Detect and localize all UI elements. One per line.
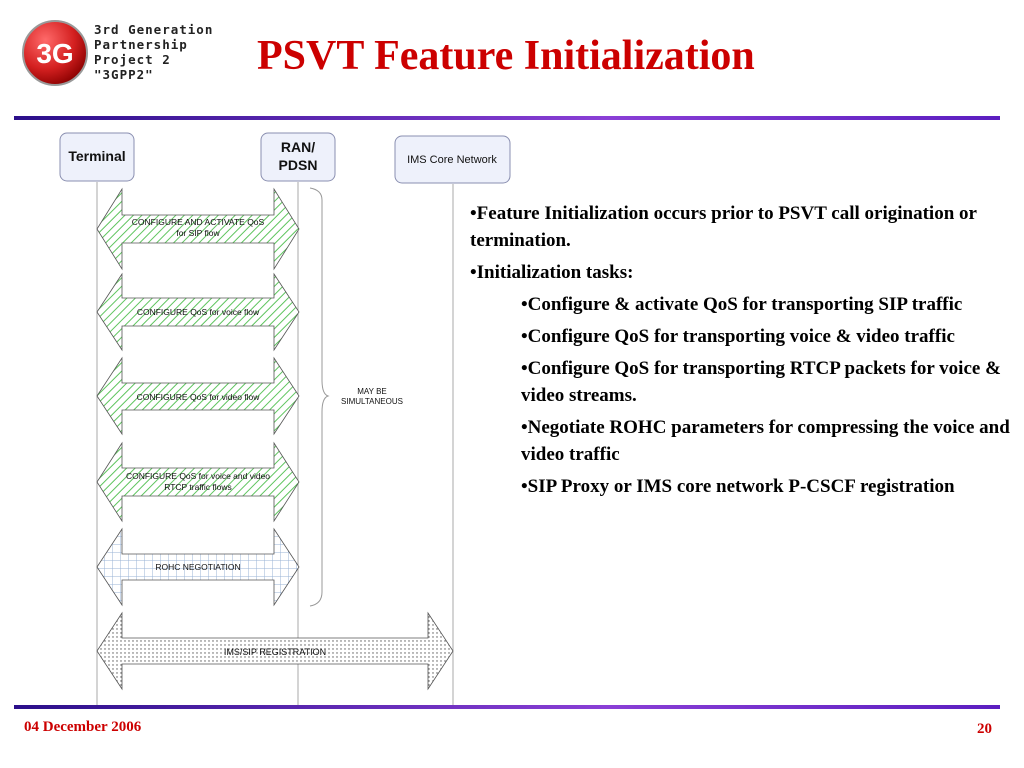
terminal-entity: Terminal [59,132,135,182]
logo-badge-text: 3G [36,38,73,69]
pdsn-label: PDSN [279,157,318,173]
bullet-item: •Feature Initialization occurs prior to … [470,203,977,251]
msg-label: CONFIGURE QoS for video flow [137,392,261,402]
msg-label: for SIP flow [176,228,220,238]
msg-label: RTCP traffic flows [164,482,232,492]
top-divider [14,116,1000,120]
ims-core-label: IMS Core Network [407,154,497,166]
ran-pdsn-entity: RAN/ PDSN [260,132,336,182]
brace-note: MAY BE [357,387,387,396]
bullet-list: •Feature Initialization occurs prior to … [470,200,1015,505]
msg-configure-activate-qos: CONFIGURE AND ACTIVATE QoS for SIP flow [96,187,300,271]
bullet-subitem: •Negotiate ROHC parameters for compressi… [521,417,1010,465]
ran-label: RAN/ [281,139,315,155]
logo-3g: 3G [20,18,90,93]
msg-ims-sip-registration: IMS/SIP REGISTRATION [96,611,454,691]
page-number: 20 [977,721,992,737]
logo-line: Project 2 [94,52,171,67]
ims-core-entity: IMS Core Network [394,135,511,184]
page-title: PSVT Feature Initialization [257,33,755,79]
msg-rohc-negotiation: ROHC NEGOTIATION [96,527,300,607]
footer-date: 04 December 2006 [24,719,142,735]
msg-label: ROHC NEGOTIATION [155,562,240,572]
msg-label: CONFIGURE AND ACTIVATE QoS [132,217,265,227]
bullet-subitem: •Configure QoS for transporting voice & … [521,326,955,347]
bullet-subitem: •Configure & activate QoS for transporti… [521,294,963,315]
logo-text: 3rd Generation Partnership Project 2 "3G… [94,22,213,82]
bullet-item: •Initialization tasks: [470,262,634,283]
brace-note: SIMULTANEOUS [341,397,403,406]
msg-label: IMS/SIP REGISTRATION [224,647,326,657]
msg-label: CONFIGURE QoS for voice flow [137,307,260,317]
bullet-subitem: •SIP Proxy or IMS core network P-CSCF re… [521,476,955,497]
simultaneous-brace [309,187,330,607]
msg-configure-qos-rtcp: CONFIGURE QoS for voice and video RTCP t… [96,441,300,523]
logo-line: "3GPP2" [94,67,154,82]
msg-configure-qos-voice: CONFIGURE QoS for voice flow [96,272,300,352]
msg-label: CONFIGURE QoS for voice and video [126,471,270,481]
bottom-divider [14,705,1000,709]
logo-3g-icon: 3G [22,20,88,86]
terminal-label: Terminal [68,148,125,164]
msg-configure-qos-video: CONFIGURE QoS for video flow [96,356,300,436]
logo-line: Partnership [94,37,188,52]
logo-line: 3rd Generation [94,22,214,37]
bullet-subitem: •Configure QoS for transporting RTCP pac… [521,358,1001,406]
